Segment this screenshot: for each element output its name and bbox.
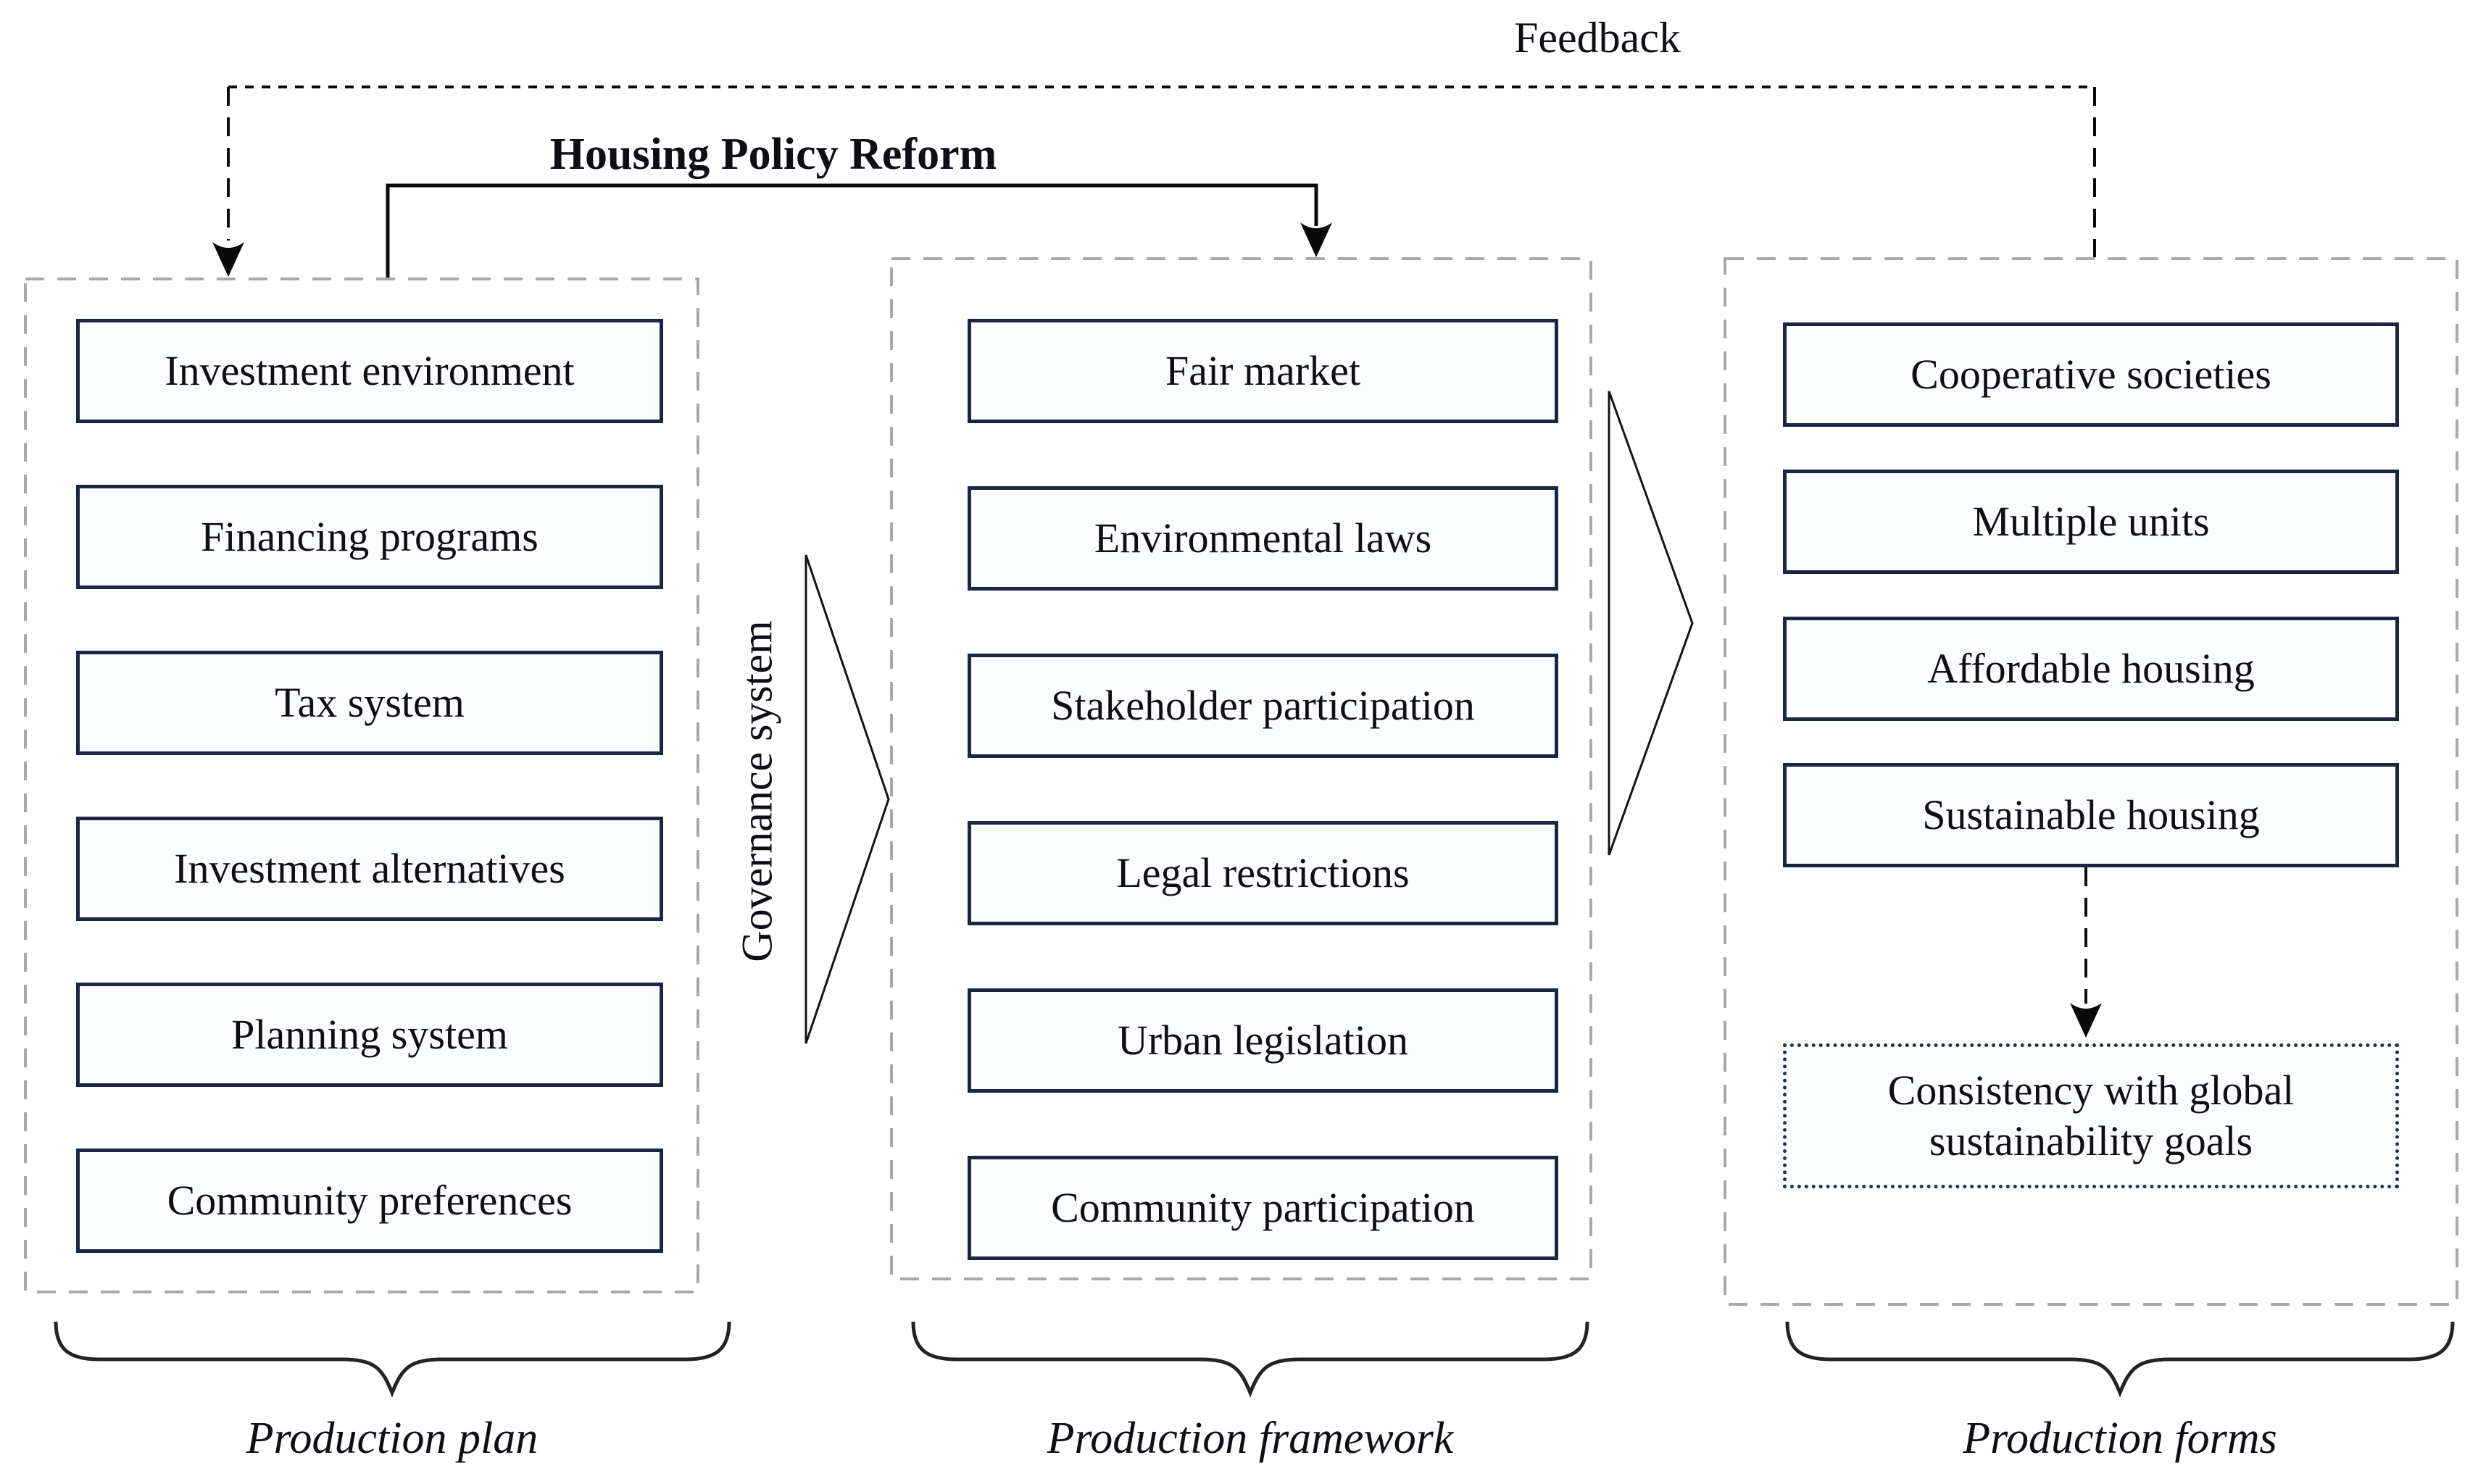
node-investment-alternatives: Investment alternatives bbox=[76, 817, 663, 921]
node-cooperative-societies: Cooperative societies bbox=[1783, 322, 2399, 427]
framework-to-forms-triangle bbox=[1608, 391, 1694, 856]
production-framework-caption: Production framework bbox=[1047, 1414, 1454, 1463]
node-multiple-units: Multiple units bbox=[1783, 470, 2399, 574]
production-plan-caption: Production plan bbox=[246, 1414, 539, 1463]
feedback-arrowhead bbox=[212, 242, 244, 277]
reform-connector-line bbox=[386, 183, 1318, 278]
node-fair-market: Fair market bbox=[968, 319, 1558, 423]
feedback-label: Feedback bbox=[1514, 14, 1681, 62]
node-affordable-housing: Affordable housing bbox=[1783, 617, 2399, 721]
production-forms-caption: Production forms bbox=[1963, 1414, 2277, 1463]
node-planning-system: Planning system bbox=[76, 983, 663, 1087]
node-sustainable-housing: Sustainable housing bbox=[1783, 763, 2399, 867]
production-plan-column-border bbox=[24, 278, 699, 1293]
node-tax-system: Tax system bbox=[76, 651, 663, 755]
production-forms-column-border bbox=[1724, 257, 2458, 1306]
governance-triangle bbox=[804, 554, 890, 1044]
node-community-preferences: Community preferences bbox=[76, 1149, 663, 1253]
governance-system-label: Governance system bbox=[733, 620, 781, 962]
node-legal-restrictions: Legal restrictions bbox=[968, 821, 1558, 925]
node-urban-legislation: Urban legislation bbox=[968, 988, 1558, 1093]
node-community-participation: Community participation bbox=[968, 1156, 1558, 1260]
production-forms-brace bbox=[1785, 1321, 2455, 1398]
node-stakeholder-participation: Stakeholder participation bbox=[968, 654, 1558, 758]
production-plan-brace bbox=[54, 1321, 731, 1398]
node-investment-environment: Investment environment bbox=[76, 319, 663, 423]
reform-arrowhead bbox=[1300, 222, 1332, 257]
node-consistency-global-goals: Consistency with global sustainability g… bbox=[1783, 1043, 2399, 1188]
sustainability-arrowhead bbox=[2070, 1003, 2102, 1038]
housing-policy-reform-label: Housing Policy Reform bbox=[549, 130, 997, 179]
production-framework-brace bbox=[911, 1321, 1589, 1398]
node-financing-programs: Financing programs bbox=[76, 485, 663, 589]
node-environmental-laws: Environmental laws bbox=[968, 486, 1558, 591]
